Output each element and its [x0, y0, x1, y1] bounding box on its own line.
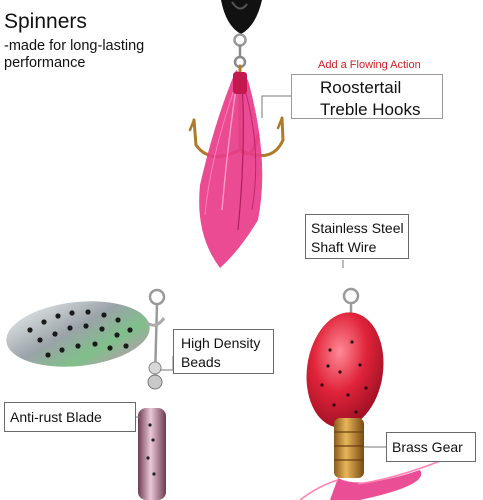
- callout-blade: Anti-rust Blade: [4, 402, 136, 432]
- action-note: Add a Flowing Action: [318, 59, 421, 71]
- page-title: Spinners: [4, 10, 87, 33]
- callout-shaft-line2: Shaft Wire: [311, 239, 377, 255]
- callout-beads: High Density Beads: [173, 329, 274, 374]
- callout-roostertail: Roostertail Treble Hooks: [291, 74, 443, 119]
- leader-roostertail: [261, 95, 291, 118]
- callout-blade-label: Anti-rust Blade: [10, 409, 102, 425]
- top-split-ring: [233, 33, 247, 69]
- callout-beads-line1: High Density: [181, 335, 261, 351]
- callout-beads-line2: Beads: [181, 354, 221, 370]
- callout-shaft-line1: Stainless Steel: [311, 220, 404, 236]
- feather-skirt: [199, 70, 263, 268]
- callout-roostertail-line1: Roostertail: [320, 78, 402, 97]
- silver-blade-spinner: [6, 288, 166, 500]
- top-lure-body: [221, 0, 262, 34]
- callout-gear: Brass Gear: [386, 432, 476, 462]
- page-subtitle: -made for long-lasting performance: [4, 38, 145, 71]
- leader-beads: [160, 356, 174, 371]
- red-blade-spinner: [299, 260, 456, 500]
- callout-shaft-wire: Stainless Steel Shaft Wire: [305, 214, 409, 259]
- callout-roostertail-line2: Treble Hooks: [320, 100, 421, 119]
- callout-gear-label: Brass Gear: [392, 439, 463, 455]
